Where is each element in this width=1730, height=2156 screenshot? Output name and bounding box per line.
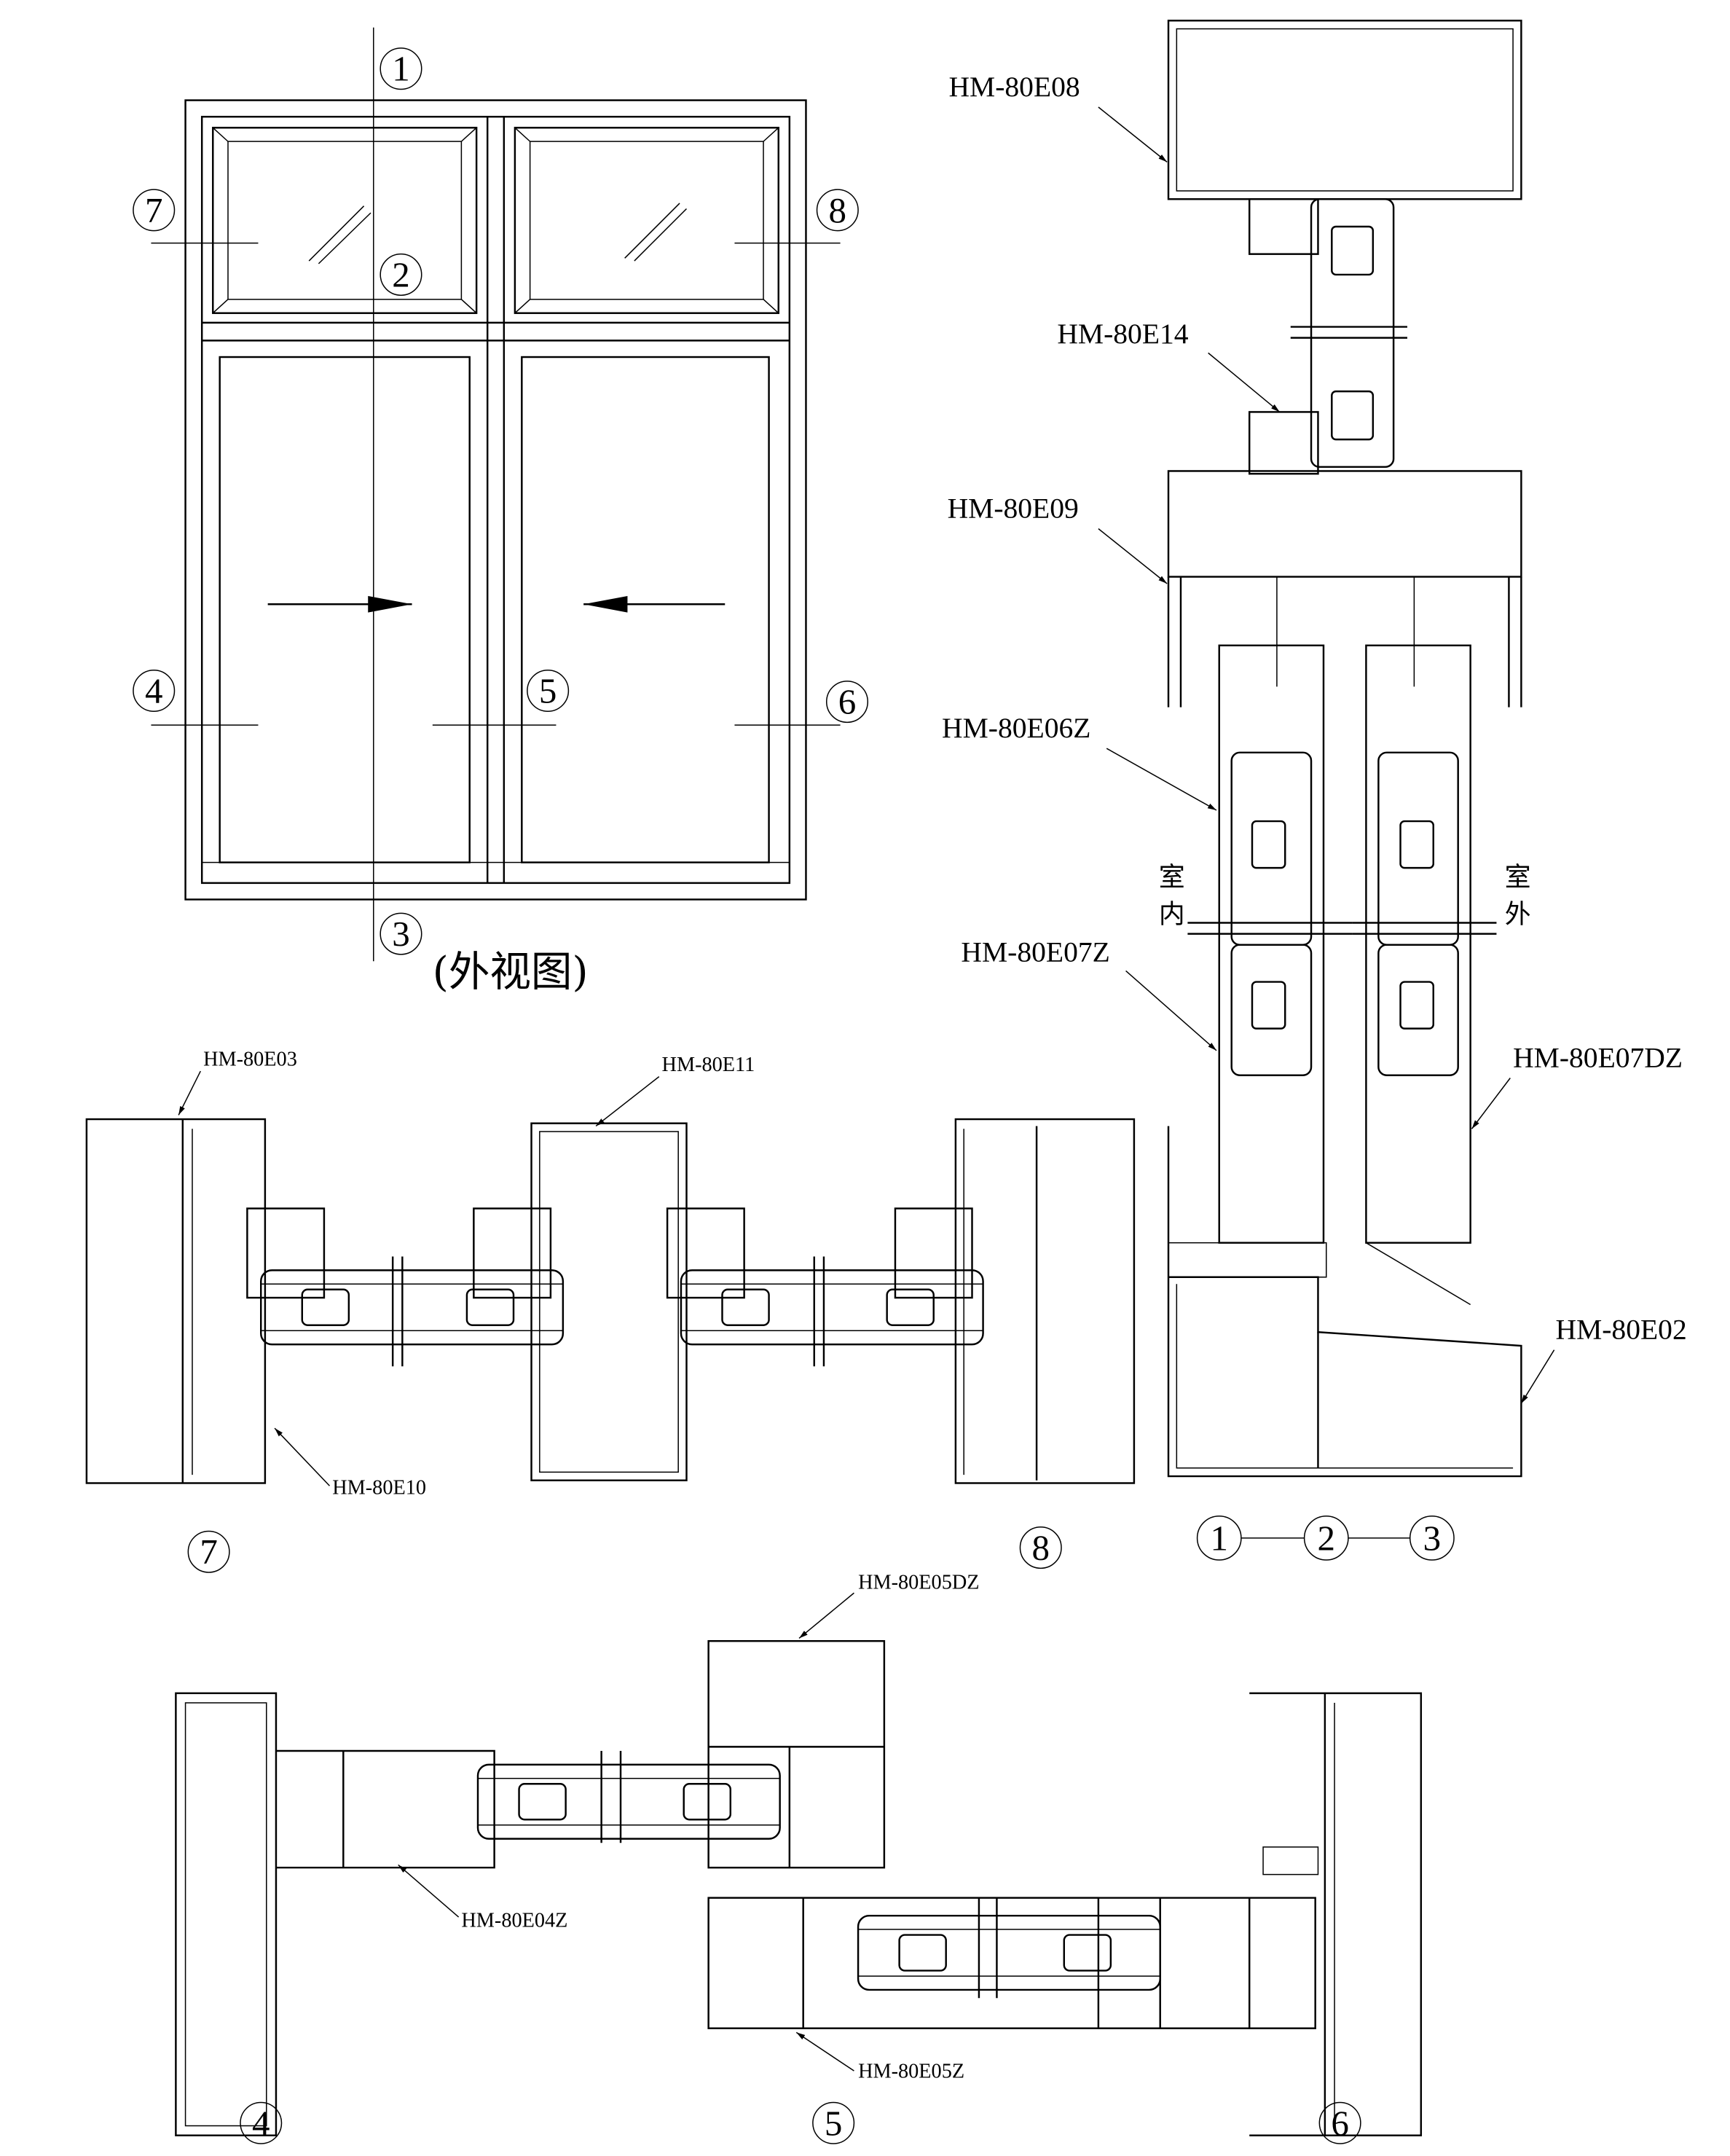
label-hm-80e07dz: HM-80E07DZ: [1513, 1041, 1683, 1073]
marker-1-section: 1: [1211, 1518, 1229, 1558]
marker-8: 8: [829, 190, 847, 230]
label-hm-80e07z: HM-80E07Z: [961, 936, 1109, 968]
section-7-8: [85, 1118, 1136, 1484]
marker-2-section: 2: [1318, 1518, 1336, 1558]
outdoor-label-1: 室: [1505, 863, 1531, 893]
marker-6-section: 6: [1331, 2103, 1349, 2143]
label-hm-80e03: HM-80E03: [203, 1048, 297, 1071]
marker-3-section: 3: [1423, 1518, 1441, 1558]
marker-1: 1: [392, 49, 410, 89]
marker-7: 7: [145, 190, 163, 230]
elevation-markers: 1 2 3 4 5 6 7 8 (外视图): [133, 47, 869, 996]
section-7-8-labels: HM-80E03 HM-80E11 HM-80E10 7 8: [178, 1048, 1062, 1573]
label-hm-80e04z: HM-80E04Z: [461, 1909, 567, 1932]
window-elevation: [151, 27, 841, 962]
label-hm-80e14: HM-80E14: [1057, 318, 1188, 350]
marker-2: 2: [392, 254, 410, 294]
elevation-title: (外视图): [433, 949, 589, 996]
vertical-section: [1167, 20, 1522, 1478]
label-hm-80e02: HM-80E02: [1556, 1314, 1687, 1346]
marker-4: 4: [145, 671, 163, 711]
marker-4-section: 4: [252, 2103, 270, 2143]
marker-5-section: 5: [825, 2103, 843, 2143]
marker-5: 5: [539, 671, 557, 711]
label-hm-80e06z: HM-80E06Z: [942, 712, 1090, 744]
label-hm-80e08: HM-80E08: [948, 71, 1080, 103]
section-4-5-6-labels: HM-80E05DZ HM-80E04Z HM-80E05Z 4 5 6: [240, 1572, 1361, 2144]
outdoor-label-2: 外: [1505, 900, 1531, 930]
marker-7-section: 7: [200, 1532, 218, 1572]
label-hm-80e05z: HM-80E05Z: [858, 2061, 964, 2083]
marker-3: 3: [392, 914, 410, 954]
indoor-label-2: 内: [1159, 900, 1185, 930]
section-4-5-6: [175, 1640, 1423, 2136]
marker-8-section: 8: [1031, 1528, 1050, 1568]
label-hm-80e09: HM-80E09: [948, 493, 1079, 525]
label-hm-80e10: HM-80E10: [332, 1477, 426, 1500]
indoor-label-1: 室: [1159, 863, 1185, 893]
label-hm-80e11: HM-80E11: [662, 1054, 755, 1076]
marker-6: 6: [838, 682, 857, 722]
vertical-section-labels: HM-80E08 HM-80E14 HM-80E09 HM-80E06Z HM-…: [942, 71, 1687, 1561]
label-hm-80e05dz: HM-80E05DZ: [858, 1572, 979, 1594]
